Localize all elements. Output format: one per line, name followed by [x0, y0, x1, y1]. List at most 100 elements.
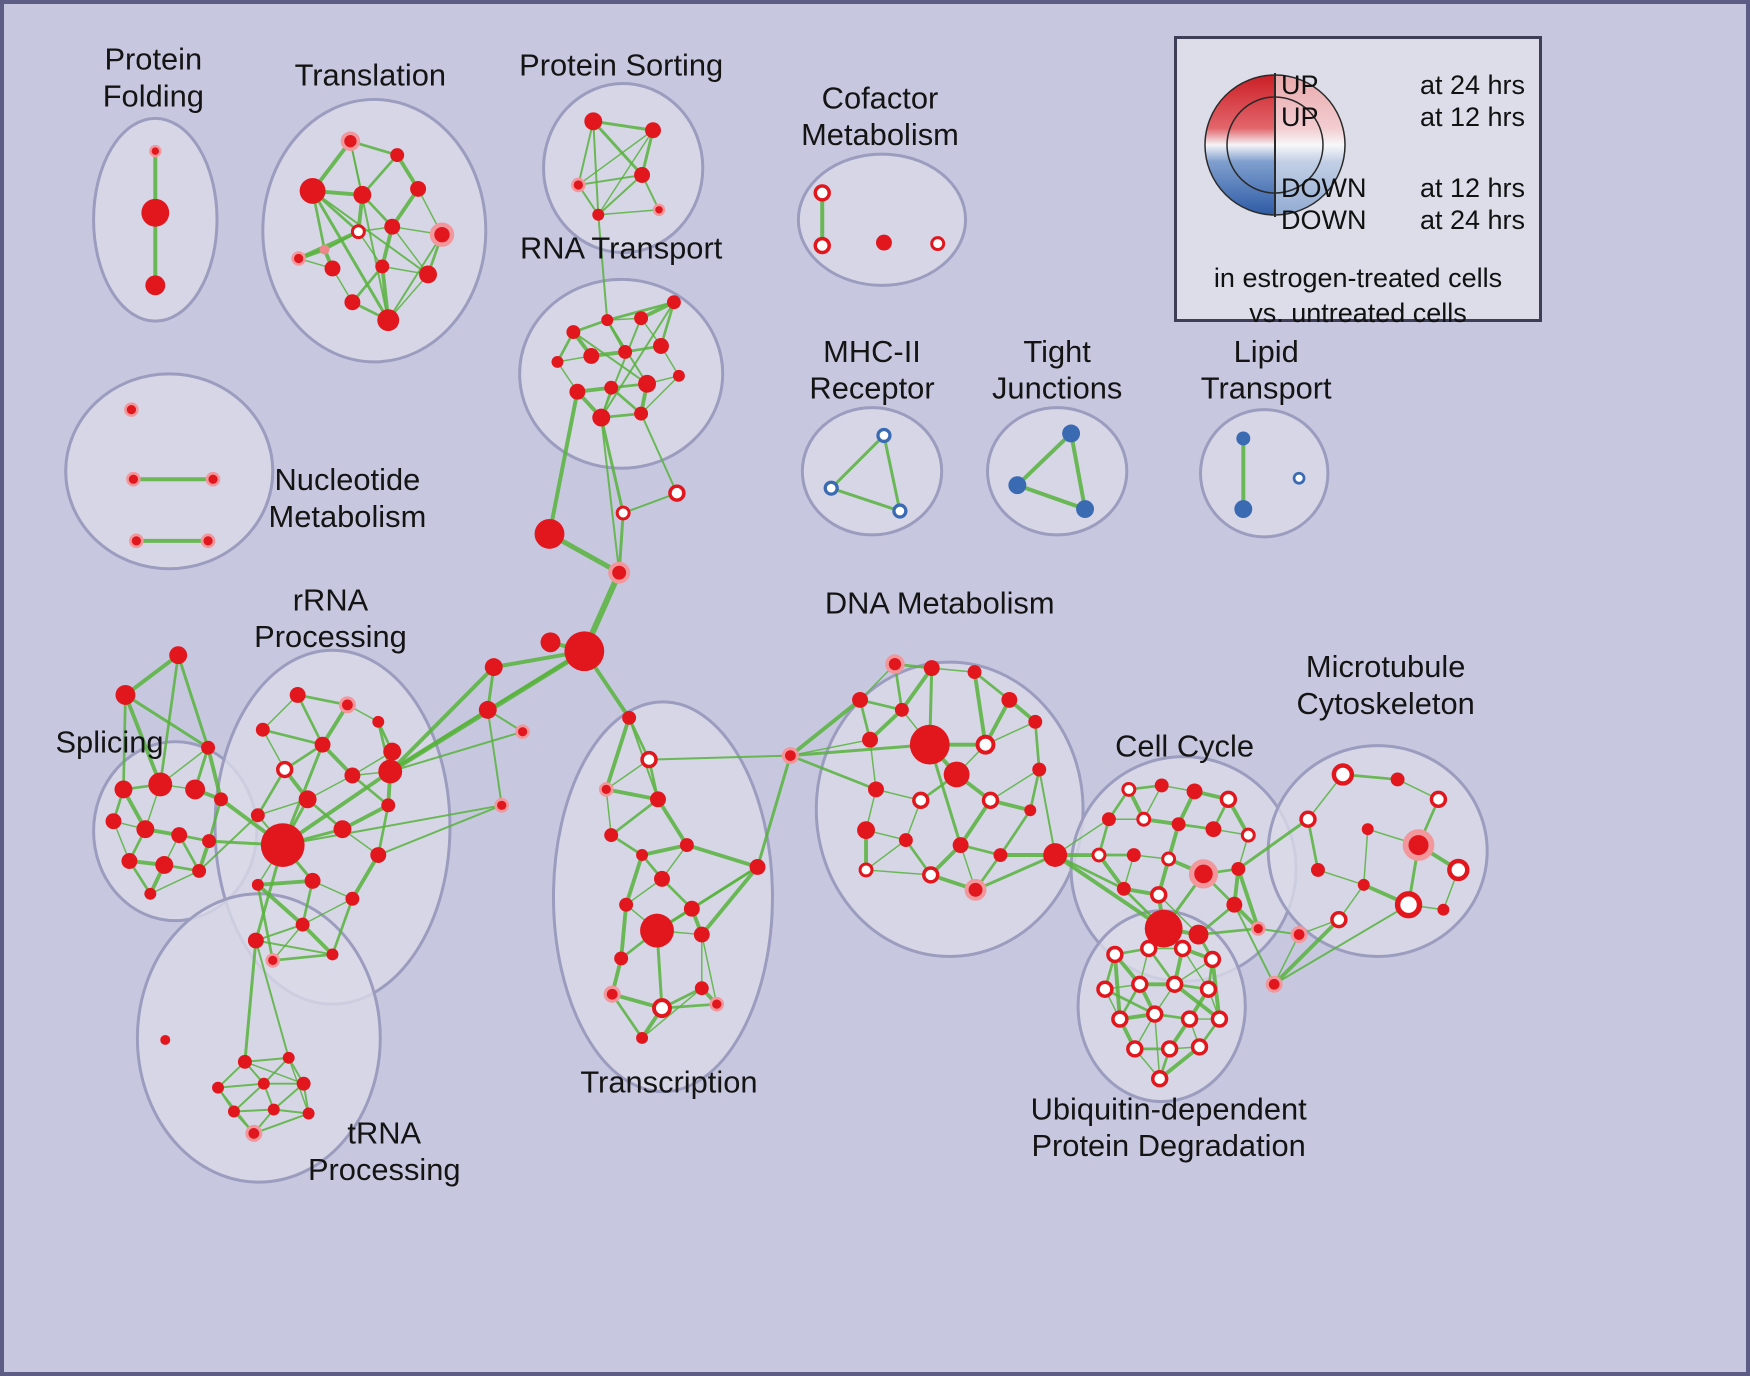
network-edge: [123, 693, 163, 787]
network-edge: [577, 174, 644, 186]
network-edge: [254, 939, 334, 956]
network-edge: [989, 768, 1040, 802]
network-edge: [865, 869, 932, 876]
network-node-R: [564, 631, 605, 672]
network-edge: [232, 1082, 265, 1113]
network-node-O: [813, 236, 831, 255]
network-node-H: [494, 798, 510, 813]
network-node-H: [429, 222, 455, 247]
network-node-O: [922, 866, 940, 884]
network-node-R: [1205, 821, 1222, 838]
network-node-R: [372, 715, 385, 728]
network-edge: [656, 797, 689, 848]
cluster-label-protein-folding: Protein: [104, 42, 202, 77]
legend-time-label: at 24 hrs: [1419, 204, 1525, 235]
network-edge: [640, 843, 689, 857]
cluster-label-mhc-ii-receptor: Receptor: [809, 371, 934, 406]
network-node-R: [1171, 817, 1186, 832]
network-node-R: [192, 863, 207, 878]
cluster-label-lipid-transport: Lipid: [1234, 334, 1299, 369]
network-node-R: [390, 148, 405, 163]
network-node-R: [302, 1107, 315, 1120]
network-node-R: [1101, 812, 1116, 827]
cluster-label-rrna-processing: Processing: [254, 619, 407, 654]
network-edge: [572, 331, 649, 385]
network-node-O: [1106, 945, 1124, 964]
network-edge: [972, 670, 988, 747]
network-node-O: [981, 791, 1000, 810]
network-node-R: [693, 926, 710, 943]
network-node-R: [237, 1054, 252, 1069]
network-edge: [232, 1108, 275, 1113]
network-node-R: [604, 380, 619, 395]
network-edge: [1363, 828, 1369, 886]
network-edge: [609, 798, 660, 837]
network-node-H: [291, 251, 306, 266]
network-node-O: [615, 505, 631, 521]
cluster-label-protein-folding: Folding: [103, 78, 204, 113]
network-node-R: [136, 820, 155, 839]
cluster-label-tight-junctions: Tight: [1023, 334, 1091, 369]
network-edge: [577, 120, 595, 186]
network-node-O: [1111, 1010, 1129, 1028]
network-edge: [301, 898, 354, 926]
network-edge: [350, 853, 381, 901]
network-node-O: [1330, 910, 1348, 929]
network-node-R: [381, 798, 396, 813]
network-edge: [261, 728, 324, 747]
network-edge: [592, 120, 600, 216]
network-node-R: [604, 828, 619, 843]
network-node-R: [115, 685, 136, 705]
cluster-label-rrna-processing: rRNA: [293, 582, 369, 617]
network-node-R: [894, 702, 909, 717]
cluster-label-protein-sorting: Protein Sorting: [519, 48, 723, 83]
network-node-R: [1226, 896, 1243, 913]
network-node-O: [1136, 811, 1152, 827]
network-node-R: [377, 309, 400, 332]
cluster-label-transcription: Transcription: [580, 1065, 757, 1100]
network-node-R: [333, 820, 352, 839]
network-edge: [123, 653, 181, 697]
network-edge: [198, 814, 259, 872]
network-node-R: [672, 369, 685, 382]
network-edge: [296, 693, 324, 747]
cluster-label-ubiquitin-degradation: Ubiquitin-dependent: [1031, 1091, 1308, 1126]
network-node-H: [608, 561, 631, 584]
network-node-R: [1116, 881, 1131, 896]
network-node-R: [155, 856, 174, 874]
network-edge: [591, 119, 655, 132]
network-edge: [756, 754, 792, 869]
network-node-R: [1231, 861, 1246, 876]
network-node-R: [250, 808, 265, 823]
network-edge: [999, 808, 1032, 857]
cluster-label-trna-processing: Processing: [308, 1152, 461, 1187]
cluster-label-microtubule-cytoskeleton: Microtubule: [1306, 649, 1465, 684]
network-node-R: [1144, 909, 1183, 948]
cluster-label-lipid-transport: Transport: [1201, 371, 1332, 406]
network-node-R: [1310, 862, 1325, 877]
network-node-R: [640, 913, 674, 948]
network-node-O: [1240, 827, 1256, 843]
network-edge: [641, 987, 703, 1039]
network-node-R: [592, 208, 605, 221]
network-node-R: [148, 772, 173, 797]
network-edge: [1273, 903, 1410, 986]
legend-circle-diagram: [1204, 73, 1346, 217]
network-edge: [387, 233, 443, 322]
network-node-R: [694, 981, 709, 996]
network-node-H: [124, 402, 139, 417]
network-edge: [217, 1082, 265, 1089]
network-node-R: [650, 791, 666, 808]
network-edge: [1233, 903, 1276, 986]
network-edge: [648, 754, 792, 761]
network-node-R: [601, 314, 614, 327]
network-edge: [296, 229, 361, 261]
network-node-O: [1131, 975, 1149, 993]
network-node-R: [923, 660, 940, 677]
network-node-R: [638, 374, 657, 393]
network-edge: [597, 209, 660, 216]
network-node-H: [515, 724, 530, 740]
network-node-R: [295, 917, 310, 932]
network-node-O: [1219, 790, 1238, 809]
